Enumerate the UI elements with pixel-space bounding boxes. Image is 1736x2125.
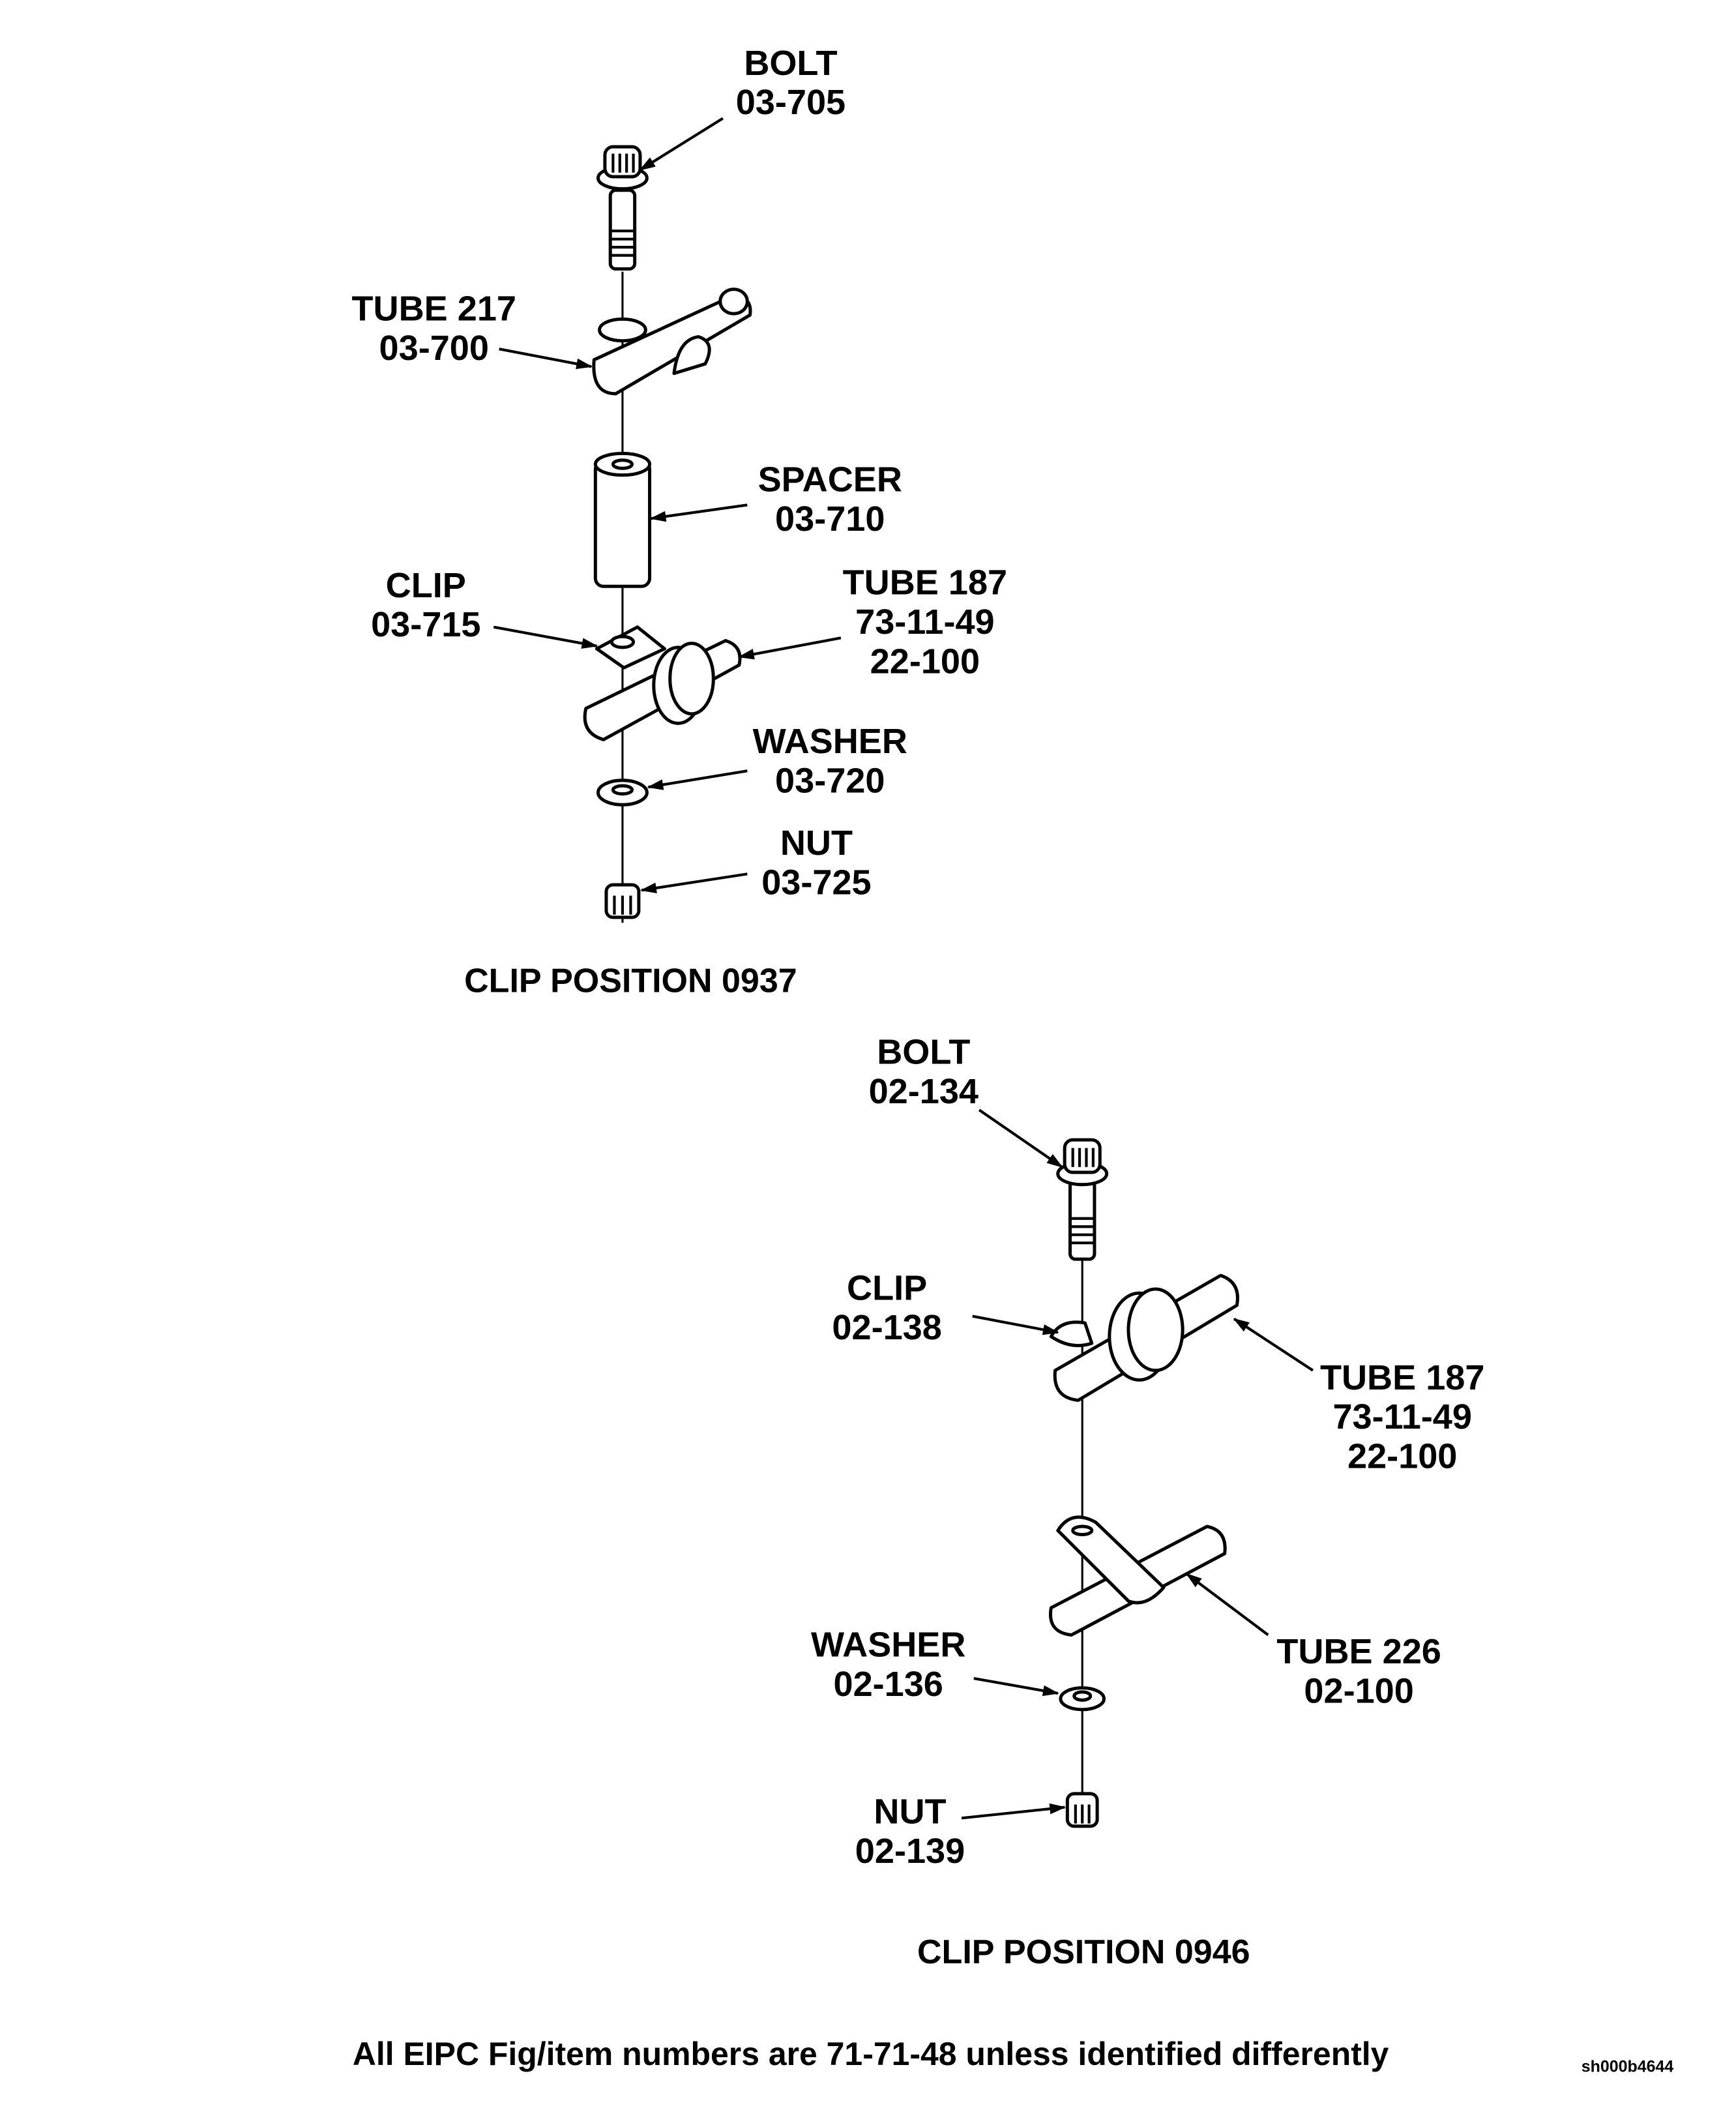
leader-washer-03-720 — [647, 769, 748, 790]
label-bolt: BOLT — [877, 1033, 970, 1072]
label-nut: NUT — [874, 1792, 946, 1832]
sheet-id: sh000b4644 — [1582, 2057, 1674, 2075]
tube-187-with-clip — [1049, 1273, 1239, 1403]
tube-226-with-clip — [1049, 1515, 1227, 1637]
bolt-02-134 — [1056, 1138, 1109, 1261]
label-nut-ref: 02-139 — [855, 1832, 965, 1871]
assembly-clip-position-0937: BOLT 03-705 TUBE 217 03-700 SPACER 03-71… — [352, 44, 1008, 1000]
bolt-03-705 — [596, 145, 649, 271]
label-tube-187: TUBE 187 — [1320, 1358, 1484, 1397]
spacer-03-710 — [593, 451, 652, 588]
footer-note: All EIPC Fig/item numbers are 71-71-48 u… — [353, 2036, 1389, 2072]
leader-tube-217 — [499, 348, 593, 370]
assembly-clip-position-0946: BOLT 02-134 CLIP 02-138 TUBE 187 73-11-4… — [811, 1033, 1484, 1971]
leader-spacer — [649, 503, 748, 522]
leader-nut-02-139 — [961, 1803, 1067, 1820]
leader-tube-187 — [1233, 1317, 1314, 1372]
label-tube-226-ref: 02-100 — [1304, 1671, 1413, 1710]
leader-bolt-03-705 — [639, 117, 724, 171]
label-nut: NUT — [780, 824, 853, 863]
label-tube-187-ref2: 22-100 — [1347, 1437, 1457, 1476]
label-tube-217: TUBE 217 — [352, 289, 516, 328]
leader-clip-03-715 — [493, 625, 598, 649]
label-clip-ref: 02-138 — [832, 1308, 941, 1347]
label-clip: CLIP — [847, 1269, 927, 1308]
label-washer: WASHER — [811, 1626, 965, 1665]
label-washer-ref: 02-136 — [834, 1665, 943, 1704]
caption-clip-position-0937: CLIP POSITION 0937 — [464, 962, 797, 1000]
label-tube-187-ref1: 73-11-49 — [1332, 1397, 1471, 1436]
leader-tube-226 — [1185, 1573, 1269, 1637]
label-washer: WASHER — [753, 722, 907, 761]
tube-217 — [592, 288, 752, 396]
label-tube-187-ref2: 22-100 — [870, 642, 980, 681]
label-spacer: SPACER — [758, 460, 902, 499]
label-bolt: BOLT — [744, 44, 837, 83]
caption-clip-position-0946: CLIP POSITION 0946 — [917, 1933, 1250, 1971]
nut-03-725 — [604, 883, 641, 919]
leader-tube-187 — [737, 636, 842, 660]
label-tube-226: TUBE 226 — [1276, 1632, 1441, 1671]
nut-02-139 — [1065, 1792, 1099, 1828]
washer-02-136 — [1059, 1686, 1106, 1712]
label-clip: CLIP — [386, 566, 466, 605]
label-nut-ref: 03-725 — [761, 863, 871, 902]
label-bolt-ref: 02-134 — [869, 1072, 978, 1111]
tube-187-with-clip — [583, 625, 742, 741]
leader-clip-02-138 — [972, 1315, 1059, 1335]
leader-washer-02-136 — [973, 1676, 1059, 1697]
label-washer-ref: 03-720 — [775, 761, 885, 800]
washer-03-720 — [596, 779, 649, 807]
label-clip-ref: 03-715 — [371, 605, 480, 644]
leader-bolt-02-134 — [978, 1108, 1063, 1168]
label-tube-187: TUBE 187 — [843, 563, 1007, 602]
leader-nut-03-725 — [640, 872, 748, 894]
label-tube-187-ref1: 73-11-49 — [855, 602, 995, 642]
label-tube-217-ref: 03-700 — [379, 329, 489, 368]
label-bolt-ref: 03-705 — [736, 83, 846, 122]
label-spacer-ref: 03-710 — [775, 499, 885, 539]
